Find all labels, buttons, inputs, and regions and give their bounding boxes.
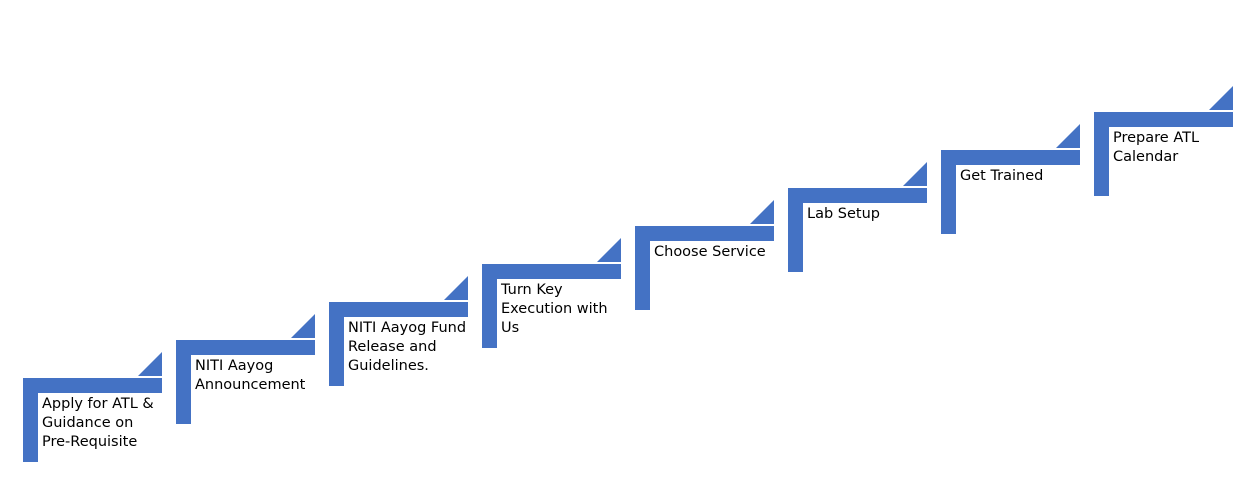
- step-7-label: Get Trained: [960, 167, 1043, 186]
- step-1-bracket: [23, 378, 162, 462]
- step-7-corner-triangle: [1056, 124, 1080, 148]
- step-1-line-3: Pre-Requisite: [42, 434, 138, 450]
- step-5-corner-triangle: [750, 200, 774, 224]
- step-7-line-1: Get Trained: [960, 168, 1044, 184]
- step-1-label: Apply for ATL & Guidance on Pre-Requisit…: [42, 395, 154, 452]
- step-1-corner-triangle: [138, 352, 162, 376]
- step-3-label: NITI Aayog Fund Release and Guidelines.: [348, 319, 466, 376]
- step-1-line-2: Guidance on: [42, 415, 134, 431]
- step-4-bracket: [482, 264, 621, 348]
- step-4-label: Turn Key Execution with Us: [501, 281, 608, 338]
- step-3-corner-triangle: [444, 276, 468, 300]
- step-6-bracket: [788, 188, 927, 272]
- step-6-corner-triangle: [903, 162, 927, 186]
- step-5-label: Choose Service: [654, 243, 766, 262]
- step-shapes-group: [23, 86, 1233, 462]
- step-3-line-3: Guidelines.: [348, 358, 429, 374]
- step-8-label: Prepare ATL Calendar: [1113, 129, 1199, 167]
- step-2-label: NITI Aayog Announcement: [195, 357, 305, 395]
- step-8-bracket: [1094, 112, 1233, 196]
- step-6-label: Lab Setup: [807, 205, 880, 224]
- step-7-bracket: [941, 150, 1080, 234]
- step-8-line-1: Prepare ATL: [1113, 130, 1200, 146]
- step-1-line-1: Apply for ATL &: [42, 396, 154, 412]
- step-2-line-1: NITI Aayog: [195, 358, 274, 374]
- step-8-corner-triangle: [1209, 86, 1233, 110]
- step-5-line-1: Choose Service: [654, 244, 766, 260]
- step-2-corner-triangle: [291, 314, 315, 338]
- step-3-line-2: Release and: [348, 339, 437, 355]
- step-5-bracket: [635, 226, 774, 310]
- step-2-bracket: [176, 340, 315, 424]
- step-2-line-2: Announcement: [195, 377, 306, 393]
- step-3-bracket: [329, 302, 468, 386]
- step-6-line-1: Lab Setup: [807, 206, 880, 222]
- step-4-line-2: Execution with: [501, 301, 608, 317]
- step-4-line-3: Us: [501, 320, 520, 336]
- step-4-line-1: Turn Key: [501, 282, 563, 298]
- step-8-line-2: Calendar: [1113, 149, 1179, 165]
- step-3-line-1: NITI Aayog Fund: [348, 320, 467, 336]
- step-4-corner-triangle: [597, 238, 621, 262]
